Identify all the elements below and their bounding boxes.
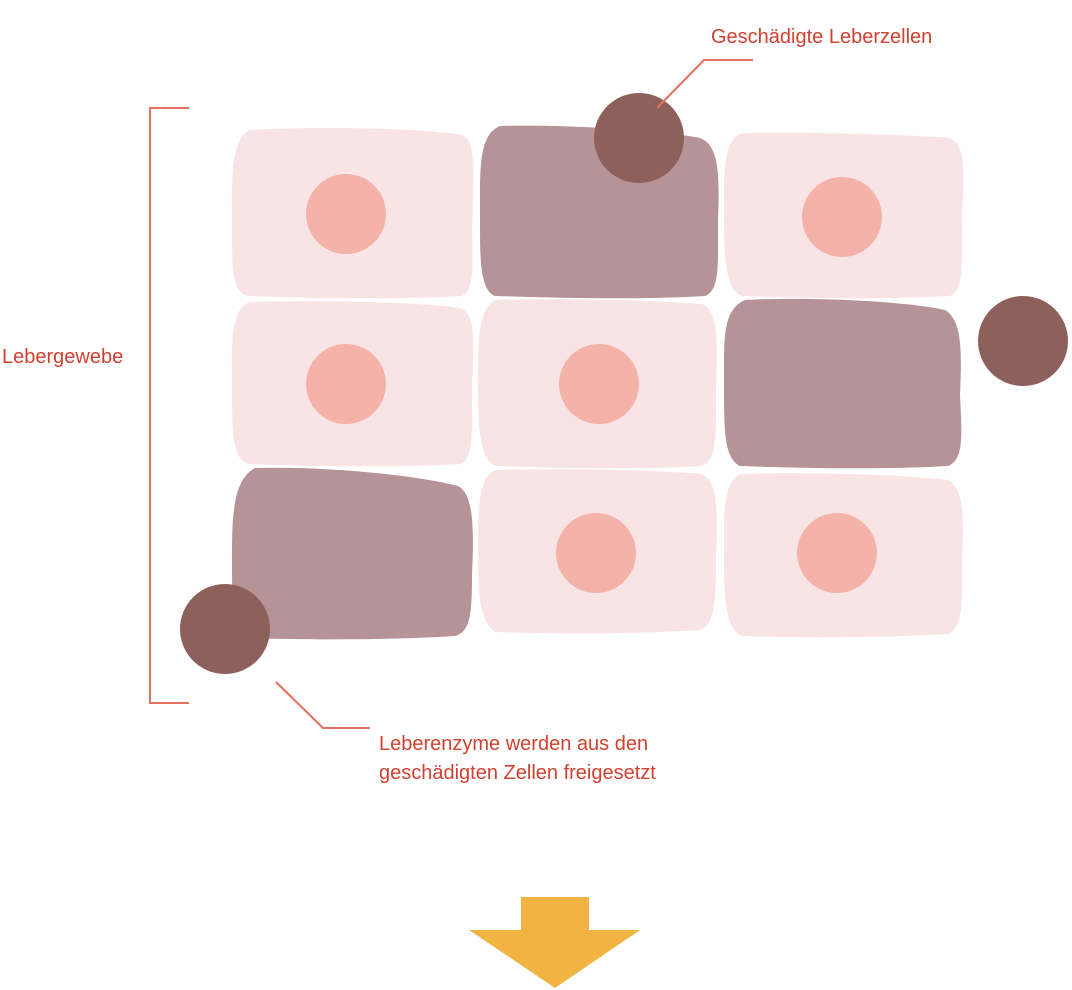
- leader-line-damaged-cells: [656, 59, 753, 109]
- enzyme-particle: [594, 93, 684, 183]
- nucleus: [556, 513, 636, 593]
- label-damaged-cells: Geschädigte Leberzellen: [711, 26, 933, 48]
- leader-line-enzymes: [275, 681, 370, 729]
- enzyme-particle: [978, 296, 1068, 386]
- label-enzymes-line2: geschädigten Zellen freigesetzt: [379, 762, 656, 784]
- label-enzymes-line1: Leberenzyme werden aus den: [379, 733, 649, 755]
- down-arrow-icon: [469, 897, 640, 988]
- nucleus: [306, 174, 386, 254]
- enzyme-particle: [180, 584, 270, 674]
- cell-damaged: [232, 467, 473, 640]
- nucleus: [306, 344, 386, 424]
- cell-damaged: [723, 298, 962, 469]
- label-tissue: Lebergewebe: [2, 346, 124, 368]
- nucleus: [802, 177, 882, 257]
- nucleus: [797, 513, 877, 593]
- nucleus: [559, 344, 639, 424]
- tissue-bracket: [149, 107, 189, 704]
